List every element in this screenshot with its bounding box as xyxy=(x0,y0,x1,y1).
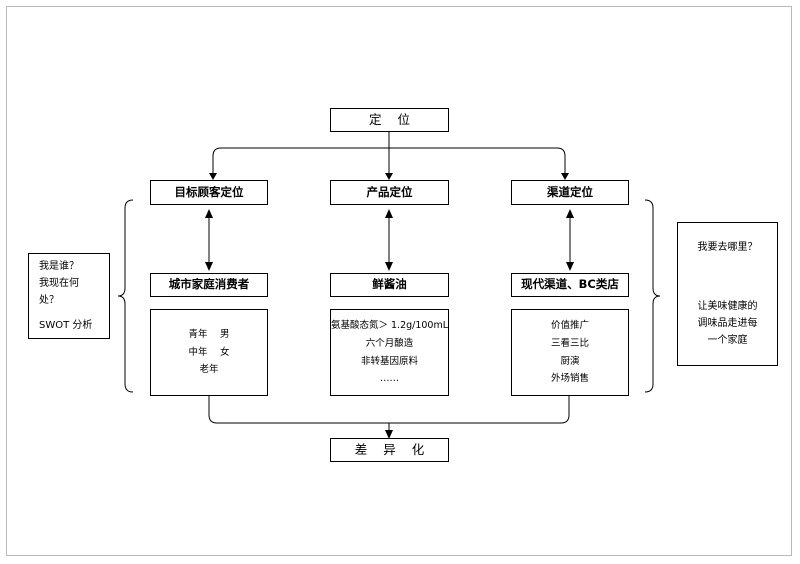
column-3-subject-box: 现代渠道、BC类店 xyxy=(511,273,629,297)
column-1-detail-line-1: 青年 男 xyxy=(188,329,230,341)
column-2-subject-label: 鲜酱油 xyxy=(372,277,407,292)
column-1-detail-line-2: 中年 女 xyxy=(188,346,230,358)
column-2-detail-line-4: …… xyxy=(380,373,399,385)
column-3-header-label: 渠道定位 xyxy=(547,184,593,199)
title-box-label: 定 位 xyxy=(369,112,416,128)
column-3-header-box: 渠道定位 xyxy=(511,180,629,205)
right-note-line-1: 让美味健康的 xyxy=(697,301,758,312)
bottom-box: 差 异 化 xyxy=(330,438,449,462)
column-3-detail-line-2: 三看三比 xyxy=(550,337,589,349)
right-note-header: 我要去哪里？ xyxy=(697,242,758,253)
column-2-detail-line-1: 氨基酸态氮＞ 1.2g/100mL xyxy=(330,320,449,332)
right-note-line-3: 一个家庭 xyxy=(707,335,748,346)
right-note-box: 我要去哪里？ 让美味健康的 调味品走进每 一个家庭 xyxy=(677,222,778,366)
column-2-header-box: 产品定位 xyxy=(330,180,449,205)
left-note-line-3: 处？ xyxy=(39,295,59,306)
left-note-box: 我是谁？ 我现在何 处？ SWOT 分析 xyxy=(28,253,110,339)
column-1-header-box: 目标顾客定位 xyxy=(150,180,268,205)
column-2-subject-box: 鲜酱油 xyxy=(330,273,449,297)
column-1-header-label: 目标顾客定位 xyxy=(174,184,244,199)
column-3-detail-line-3: 厨演 xyxy=(560,355,580,367)
left-note-footer: SWOT 分析 xyxy=(39,320,93,331)
column-2-header-label: 产品定位 xyxy=(366,184,413,199)
title-box: 定 位 xyxy=(330,108,449,132)
column-1-subject-label: 城市家庭消费者 xyxy=(168,277,250,292)
column-3-detail-line-4: 外场销售 xyxy=(550,373,589,385)
column-1-detail-line-3: 老年 xyxy=(199,364,219,376)
column-1-subject-box: 城市家庭消费者 xyxy=(150,273,268,297)
column-2-detail-box: 氨基酸态氮＞ 1.2g/100mL 六个月酿造 非转基因原料 …… xyxy=(330,309,449,396)
left-note-line-1: 我是谁？ xyxy=(39,261,79,272)
column-3-detail-line-1: 价值推广 xyxy=(550,320,589,332)
bottom-box-label: 差 异 化 xyxy=(354,442,431,458)
column-3-detail-box: 价值推广 三看三比 厨演 外场销售 xyxy=(511,309,629,396)
page-frame xyxy=(6,6,792,556)
column-1-detail-box: 青年 男 中年 女 老年 xyxy=(150,309,268,396)
left-note-line-2: 我现在何 xyxy=(39,278,79,289)
column-2-detail-line-2: 六个月酿造 xyxy=(365,337,414,349)
column-2-detail-line-3: 非转基因原料 xyxy=(360,355,418,367)
right-note-line-2: 调味品走进每 xyxy=(697,318,758,329)
column-3-subject-label: 现代渠道、BC类店 xyxy=(521,277,619,292)
